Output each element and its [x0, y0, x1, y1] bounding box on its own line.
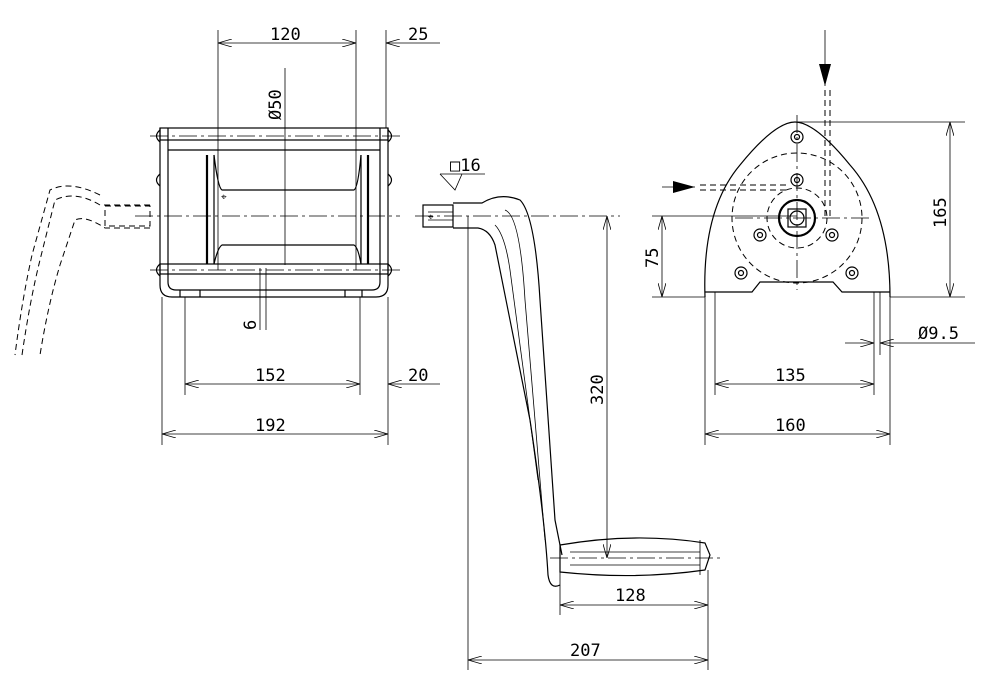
svg-text:⌖: ⌖ [221, 192, 227, 203]
dim-overall-width: 192 [255, 416, 286, 436]
dim-drum-diameter: Ø50 [266, 89, 286, 120]
front-view-dimensions [652, 121, 975, 445]
crank-dimensions [439, 173, 709, 670]
dim-shaft-height: 75 [643, 248, 663, 268]
dim-overall-length: 207 [570, 641, 601, 661]
dim-base-width: 160 [775, 416, 806, 436]
dim-overall-height: 165 [931, 197, 951, 228]
dim-mount-offset: 20 [408, 366, 428, 386]
dim-grip-length: 128 [615, 586, 646, 606]
dashed-handle-ghost [14, 185, 151, 356]
drum: ⌖ [205, 154, 370, 265]
dim-base-thickness: 6 [241, 320, 261, 330]
winch-frame [135, 127, 400, 298]
front-view [662, 30, 891, 298]
shaft-symbol-icon: ⌖ [428, 212, 434, 223]
dim-drum-width: 120 [270, 25, 301, 45]
side-view-dimensions [161, 30, 440, 445]
dim-side-offset: 25 [408, 25, 428, 45]
dim-mount-spacing: 152 [255, 366, 286, 386]
dim-hole-diameter: Ø9.5 [918, 324, 959, 344]
dim-hole-spacing: 135 [775, 366, 806, 386]
dim-crank-radius: 320 [588, 374, 608, 405]
crank-handle: ⌖ [415, 196, 720, 587]
dim-shaft-square: □16 [450, 156, 481, 176]
side-view: ⌖ 120 25 Ø50 6 15 [14, 25, 440, 445]
